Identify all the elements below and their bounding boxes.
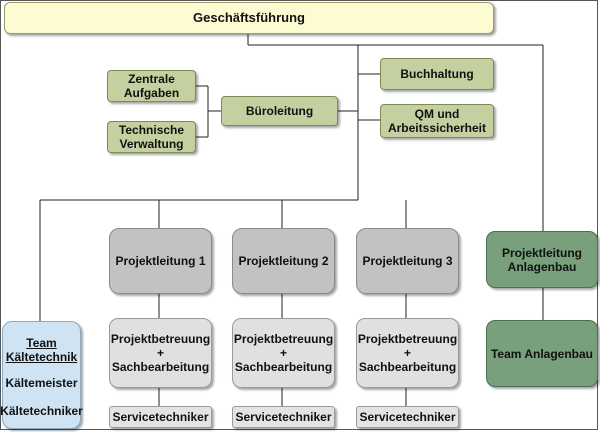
node-projektbetreuung-1[interactable]: Projektbetreuung + Sachbearbeitung bbox=[109, 318, 212, 388]
node-label: Buchhaltung bbox=[400, 67, 474, 81]
node-bueroleitung[interactable]: Büroleitung bbox=[221, 96, 338, 126]
node-servicetechniker-2[interactable]: Servicetechniker bbox=[232, 406, 335, 428]
node-projektleitung-2[interactable]: Projektleitung 2 bbox=[232, 228, 335, 294]
node-label: Projektleitung Anlagenbau bbox=[501, 245, 582, 274]
node-label: Servicetechniker bbox=[235, 410, 332, 424]
node-zentrale-aufgaben[interactable]: Zentrale Aufgaben bbox=[107, 70, 196, 102]
node-servicetechniker-3[interactable]: Servicetechniker bbox=[356, 406, 459, 428]
node-label: Projektleitung 3 bbox=[362, 254, 453, 268]
node-team-kaeltetechnik[interactable]: Team Kältetechnik Kältemeister Kältetech… bbox=[0, 321, 83, 429]
node-geschaeftsfuehrung[interactable]: Geschäftsführung bbox=[4, 2, 494, 34]
node-title: Team Kältetechnik bbox=[5, 336, 78, 364]
node-label: QM und Arbeitssicherheit bbox=[387, 107, 487, 135]
member-kaeltetechniker: Kältetechniker bbox=[0, 404, 83, 418]
node-projektbetreuung-3[interactable]: Projektbetreuung + Sachbearbeitung bbox=[356, 318, 459, 388]
node-label: Projektbetreuung + Sachbearbeitung bbox=[357, 332, 458, 374]
node-label: Projektbetreuung + Sachbearbeitung bbox=[233, 332, 334, 374]
node-team-anlagenbau[interactable]: Team Anlagenbau bbox=[486, 320, 598, 387]
node-qm-arbeitssicherheit[interactable]: QM und Arbeitssicherheit bbox=[380, 104, 494, 138]
node-label: Geschäftsführung bbox=[193, 10, 305, 25]
node-projektleitung-3[interactable]: Projektleitung 3 bbox=[356, 228, 459, 294]
node-label: Technische Verwaltung bbox=[118, 123, 185, 151]
node-label: Team Anlagenbau bbox=[490, 346, 594, 361]
node-label: Büroleitung bbox=[245, 104, 314, 118]
node-technische-verwaltung[interactable]: Technische Verwaltung bbox=[107, 121, 196, 153]
node-projektleitung-anlagenbau[interactable]: Projektleitung Anlagenbau bbox=[486, 231, 598, 288]
node-label: Projektleitung 2 bbox=[238, 254, 329, 268]
node-projektbetreuung-2[interactable]: Projektbetreuung + Sachbearbeitung bbox=[232, 318, 335, 388]
node-projektleitung-1[interactable]: Projektleitung 1 bbox=[109, 228, 212, 294]
member-kaeltemeister: Kältemeister bbox=[5, 376, 78, 390]
node-label: Projektbetreuung + Sachbearbeitung bbox=[110, 332, 211, 374]
node-servicetechniker-1[interactable]: Servicetechniker bbox=[109, 406, 212, 428]
node-label: Zentrale Aufgaben bbox=[123, 72, 180, 100]
node-label: Servicetechniker bbox=[112, 410, 209, 424]
node-label: Projektleitung 1 bbox=[115, 254, 206, 268]
node-label: Servicetechniker bbox=[359, 410, 456, 424]
node-buchhaltung[interactable]: Buchhaltung bbox=[380, 58, 494, 90]
